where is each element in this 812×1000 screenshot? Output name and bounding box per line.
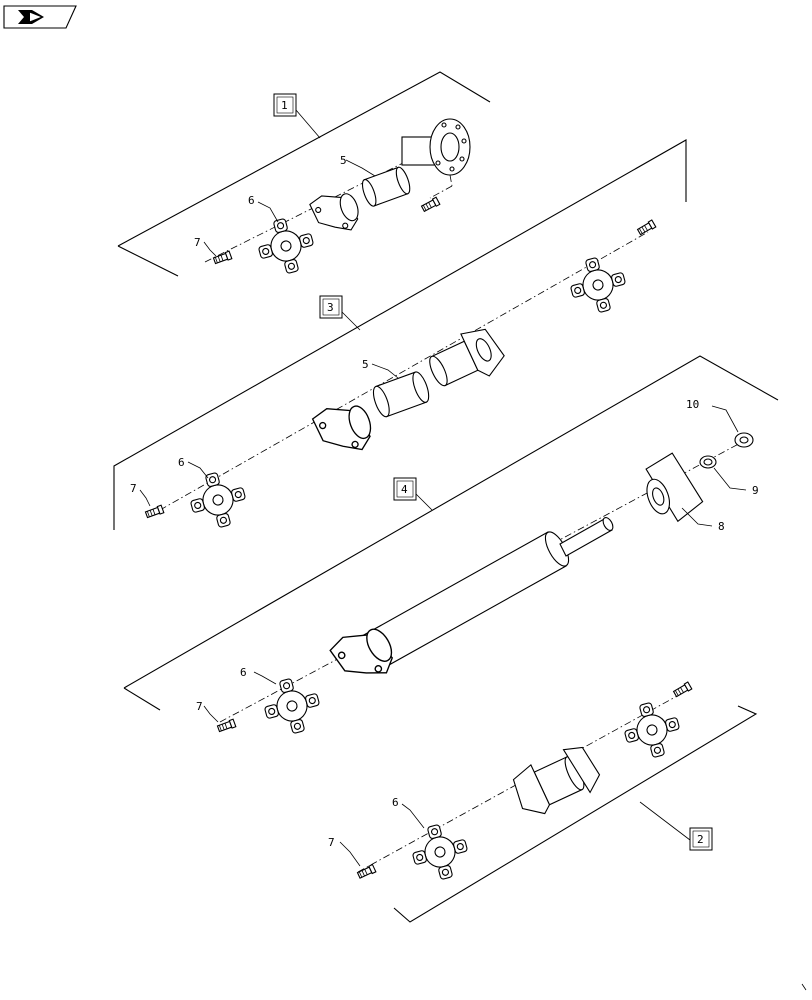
assembly-1-label: 1 [281, 99, 288, 112]
flange-yoke [401, 118, 471, 176]
assembly-2-frame [393, 705, 758, 923]
nut-10 [734, 432, 754, 448]
callout-6c: 6 [240, 666, 247, 679]
callout-8: 8 [718, 520, 725, 533]
universal-joint-rear-2 [618, 696, 686, 764]
assembly-3-label: 3 [327, 301, 334, 314]
slip-yoke-a [307, 185, 365, 241]
universal-joint-6c [258, 672, 326, 740]
bolt-7d [356, 864, 377, 880]
callout-5a: 5 [340, 154, 347, 167]
universal-joint-rear-3 [564, 251, 632, 319]
bolt-7b [144, 504, 165, 520]
assembly-2-centerline [357, 689, 689, 873]
assembly-3-label-box[interactable] [319, 295, 343, 319]
assembly-3-frame [113, 139, 687, 530]
assembly-4-frame-top [123, 355, 779, 689]
assembly-2-label: 2 [697, 833, 704, 846]
assembly-1-frame-bottom [117, 245, 179, 277]
assembly-4-label: 4 [401, 483, 408, 496]
assembly-3-group: 5 6 7 3 [113, 139, 687, 534]
bolt-7c [216, 718, 237, 734]
callout-7a: 7 [194, 236, 201, 249]
callout-7c: 7 [196, 700, 203, 713]
universal-joint-6d [406, 818, 474, 886]
slip-yoke-8 [645, 452, 704, 523]
callout-6a: 6 [248, 194, 255, 207]
callout-6d: 6 [392, 796, 399, 809]
callout-6b: 6 [178, 456, 185, 469]
folded-page-arrow-icon[interactable] [3, 5, 77, 29]
universal-joint-6b [184, 466, 252, 534]
double-yoke-2 [512, 746, 601, 815]
flange-bolt [420, 196, 441, 213]
callout-5b: 5 [362, 358, 369, 371]
corner-mark [801, 983, 807, 991]
washer-9 [699, 455, 717, 469]
assembly-4-label-box[interactable] [393, 477, 417, 501]
callout-7d: 7 [328, 836, 335, 849]
assembly-1-group: 5 6 7 1 [117, 71, 491, 280]
callout-10: 10 [686, 398, 699, 411]
weld-yoke-3 [429, 328, 505, 387]
assembly-3-centerline [159, 231, 649, 511]
assembly-2-group: 6 7 2 [328, 681, 758, 923]
callout-7b: 7 [130, 482, 137, 495]
assembly-4-frame-bottom [123, 687, 161, 711]
assembly-1-frame-top [117, 71, 491, 247]
slip-sleeve-5b [372, 371, 430, 418]
callout-9: 9 [752, 484, 759, 497]
assembly-4-group: 6 7 8 9 10 4 [123, 355, 779, 740]
assembly-2-label-box[interactable] [689, 827, 713, 851]
slip-sleeve-5a [361, 166, 411, 207]
tube-shaft [361, 517, 614, 671]
universal-joint-6a [252, 212, 320, 280]
slip-yoke-b [310, 395, 379, 463]
assembly-1-label-box[interactable] [273, 93, 297, 117]
